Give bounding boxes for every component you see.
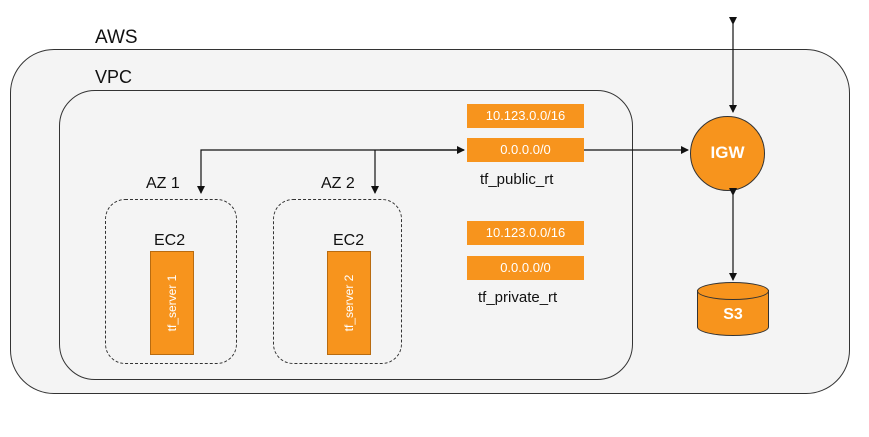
public-rt-label: tf_public_rt — [480, 171, 554, 188]
tf-server-2: tf_server 2 — [327, 251, 371, 355]
az1-container — [105, 199, 237, 364]
aws-label: AWS — [95, 27, 138, 48]
ec2-1-label: EC2 — [154, 232, 186, 249]
public-rt-entry-2: 0.0.0.0/0 — [467, 138, 584, 162]
private-rt-label: tf_private_rt — [478, 289, 558, 306]
rt-to-az-line — [197, 149, 464, 194]
private-rt-entry-1: 10.123.0.0/16 — [467, 221, 584, 245]
private-rt-entry-2: 0.0.0.0/0 — [467, 256, 584, 280]
az2-container — [273, 199, 402, 364]
ec2-2-label: EC2 — [333, 232, 365, 249]
public-rt-entry-1: 10.123.0.0/16 — [467, 104, 584, 128]
s3-bucket-top — [697, 282, 769, 300]
az2-label: AZ 2 — [321, 175, 355, 192]
igw-node: IGW — [690, 116, 765, 191]
vpc-label: VPC — [95, 67, 133, 87]
tf-server-1: tf_server 1 — [150, 251, 194, 355]
az1-label: AZ 1 — [146, 175, 180, 192]
